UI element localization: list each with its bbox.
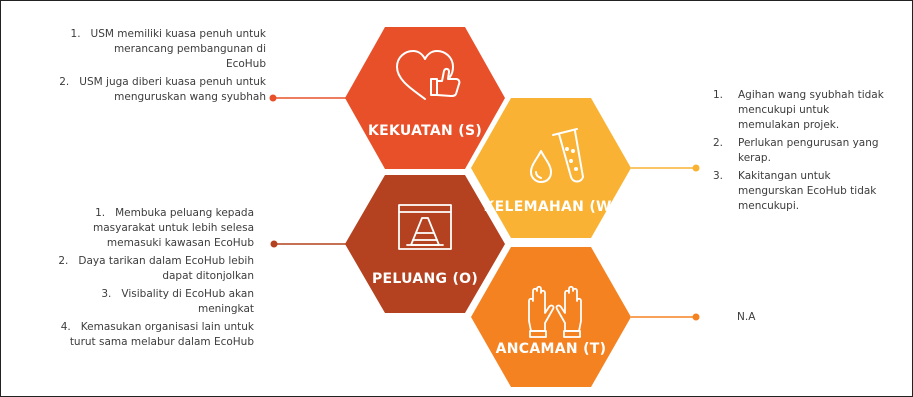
weakness-number: 1.	[713, 89, 724, 101]
weakness-line: memulakan projek.	[738, 119, 840, 131]
threats-title: ANCAMAN (T)	[495, 341, 607, 357]
strengths-line: EcoHub	[225, 58, 266, 70]
heart-thumbs-up-icon	[396, 50, 461, 100]
opportunities-line: masyarakat untuk lebih selesa	[93, 222, 254, 234]
opportunities-line: 2. Daya tarikan dalam EcoHub lebih	[58, 255, 254, 267]
weakness-line: mencukupi untuk	[738, 104, 830, 116]
weakness-item: 1. Agihan wang syubhah tidak mencukupi u…	[713, 88, 908, 133]
weakness-line: Perlukan pengurusan yang	[738, 137, 879, 149]
opportunities-line: memasuki kawasan EcoHub	[106, 237, 254, 249]
weakness-item: 2. Perlukan pengurusan yang kerap.	[713, 136, 908, 166]
weakness-item: 3. Kakitangan untuk mengurskan EcoHub ti…	[713, 169, 908, 214]
weakness-number: 3.	[713, 170, 724, 182]
opportunities-line: 4. Kemasukan organisasi lain untuk	[60, 321, 254, 333]
threats-text: N.A	[737, 311, 756, 323]
weakness-line: kerap.	[738, 152, 771, 164]
opportunities-line: 1. Membuka peluang kepada	[95, 207, 254, 219]
opportunities-line: turut sama melabur dalam EcoHub	[69, 336, 254, 348]
flask-drop-icon	[530, 128, 584, 183]
cone-window-icon	[398, 204, 452, 250]
opportunities-list: 1. Membuka peluang kepada masyarakat unt…	[21, 206, 254, 350]
strengths-title: KEKUATAN (S)	[367, 123, 483, 139]
opportunities-title: PELUANG (O)	[371, 271, 479, 287]
opportunities-hexagon	[345, 175, 505, 313]
threats-connector-dot	[692, 313, 700, 321]
raised-hands-icon	[528, 285, 582, 338]
opportunities-line: meningkat	[197, 303, 254, 315]
strengths-list: 1. USM memiliki kuasa penuh untuk meranc…	[21, 27, 266, 105]
weaknesses-list: 1. Agihan wang syubhah tidak mencukupi u…	[713, 88, 908, 214]
opportunities-line: 3. Visibality di EcoHub akan	[101, 288, 254, 300]
strengths-line: merancang pembangunan di	[113, 43, 266, 55]
weakness-line: Kakitangan untuk	[738, 170, 831, 182]
strengths-connector-dot	[269, 94, 277, 102]
weakness-line: mengurskan EcoHub tidak	[738, 185, 877, 197]
weakness-line: mencukupi.	[738, 200, 800, 212]
strengths-line: 2. USM juga diberi kuasa penuh untuk	[59, 76, 266, 88]
strengths-line: 1. USM memiliki kuasa penuh untuk	[70, 28, 266, 40]
weaknesses-connector-dot	[692, 164, 700, 172]
strengths-line: menguruskan wang syubhah	[114, 91, 266, 103]
weakness-line: Agihan wang syubhah tidak	[738, 89, 884, 101]
threats-hexagon	[471, 247, 631, 387]
weaknesses-title: KELEMAHAN (W)	[483, 199, 619, 215]
opportunities-line: dapat ditonjolkan	[162, 270, 254, 282]
weakness-number: 2.	[713, 137, 724, 149]
opportunities-connector-dot	[270, 240, 278, 248]
